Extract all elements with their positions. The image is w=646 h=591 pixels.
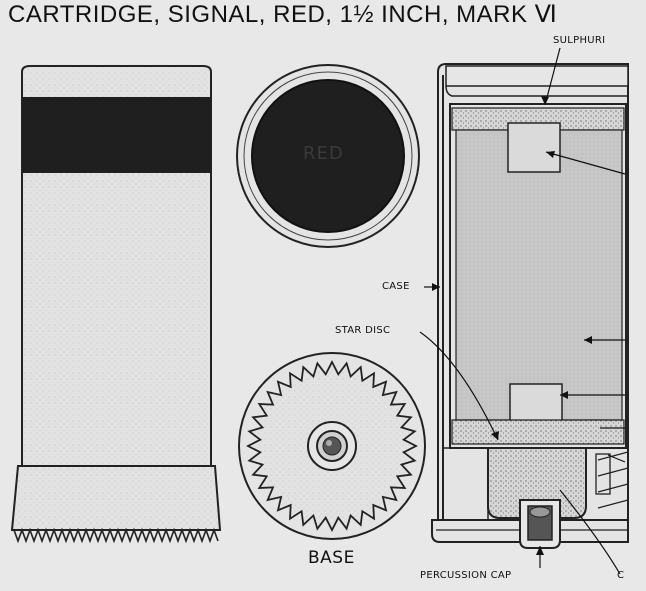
diagram-title: CARTRIDGE, SIGNAL, RED, 1½ INCH, MARK Ⅵ [8,1,558,28]
sulphur-label: SULPHURI [553,35,606,46]
star-disc-label: STAR DISC [335,325,391,336]
percussion-cap-label: PERCUSSION CAP [420,570,512,581]
base-label: BASE [308,548,355,568]
side-view-cartridge [10,65,222,544]
c-mark-label: C [617,570,625,581]
leader-lines [419,47,626,575]
base-view-disc [238,352,426,540]
case-label: CASE [382,281,410,292]
red-label: RED [303,143,344,164]
arrow-heads [432,96,592,555]
section-view-cartridge [431,63,629,549]
top-view-disc [236,64,420,248]
